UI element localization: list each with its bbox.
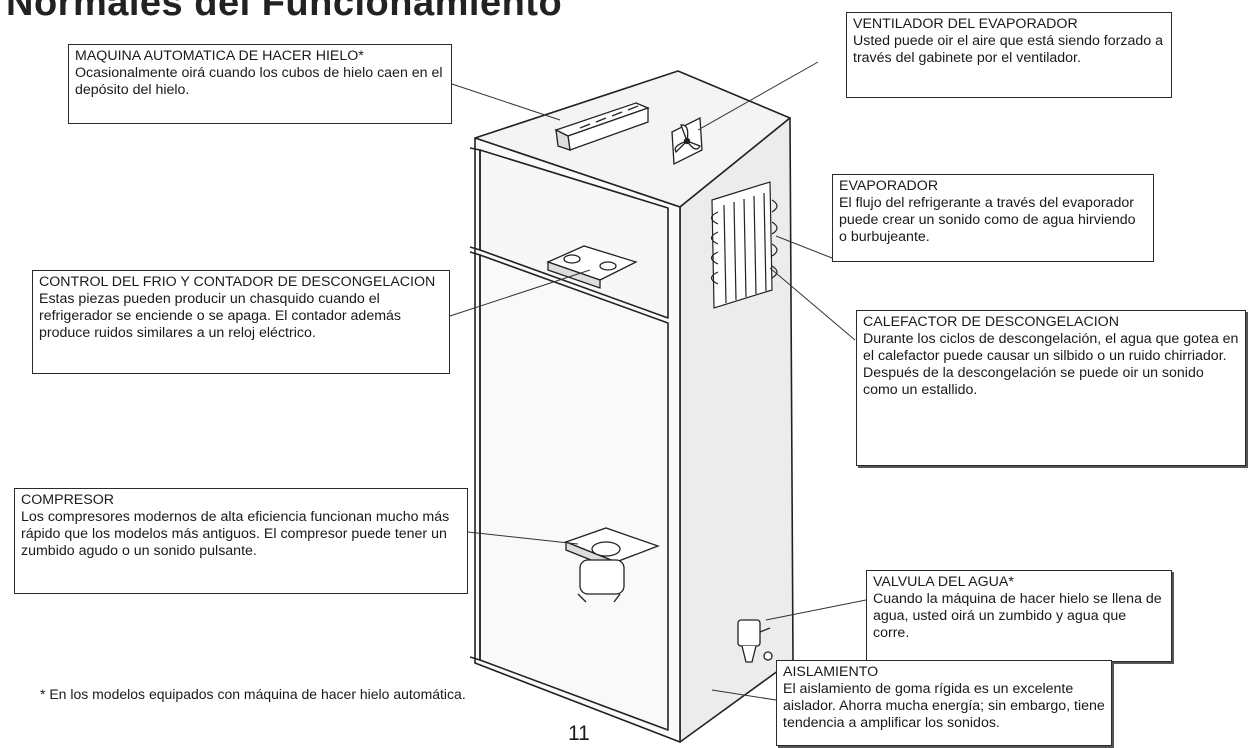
defrost-heater-body: Durante los ciclos de descongelación, el… <box>863 331 1239 398</box>
water-valve-callout: VALVULA DEL AGUA* Cuando la máquina de h… <box>866 570 1172 662</box>
evap-fan-heading: VENTILADOR DEL EVAPORADOR <box>853 16 1078 32</box>
compressor-callout: COMPRESOR Los compresores modernos de al… <box>14 488 468 594</box>
ice-maker-icon <box>554 102 650 151</box>
insulation-heading: AISLAMIENTO <box>783 664 879 680</box>
defrost-heater-heading: CALEFACTOR DE DESCONGELACION <box>863 314 1119 330</box>
page-title: Normales del Funcionamiento <box>6 0 563 24</box>
fan-icon <box>671 116 703 166</box>
evaporator-heading: EVAPORADOR <box>839 178 939 194</box>
water-valve-heading: VALVULA DEL AGUA* <box>873 574 1014 590</box>
defrost-heater-callout: CALEFACTOR DE DESCONGELACION Durante los… <box>856 310 1246 466</box>
ice-maker-body: Ocasionalmente oirá cuando los cubos de … <box>75 65 443 98</box>
evap-fan-callout: VENTILADOR DEL EVAPORADOR Usted puede oi… <box>846 12 1172 98</box>
ice-maker-callout: MAQUINA AUTOMATICA DE HACER HIELO* Ocasi… <box>68 44 452 124</box>
compressor-heading: COMPRESOR <box>21 492 115 508</box>
cold-control-body: Estas piezas pueden producir un chasquid… <box>39 291 402 341</box>
evaporator-coil-icon <box>710 181 778 309</box>
compressor-icon <box>564 527 660 603</box>
footnote: * En los modelos equipados con máquina d… <box>40 686 466 702</box>
leader-lines <box>449 61 867 701</box>
ice-maker-heading: MAQUINA AUTOMATICA DE HACER HIELO* <box>75 48 364 64</box>
water-valve-body: Cuando la máquina de hacer hielo se llen… <box>873 591 1162 641</box>
cold-control-heading: CONTROL DEL FRIO Y CONTADOR DE DESCONGEL… <box>39 274 436 290</box>
evaporator-callout: EVAPORADOR El flujo del refrigerante a t… <box>832 174 1154 262</box>
cold-control-callout: CONTROL DEL FRIO Y CONTADOR DE DESCONGEL… <box>32 270 450 374</box>
insulation-body: El aislamiento de goma rígida es un exce… <box>783 681 1105 731</box>
water-valve-icon <box>737 619 773 663</box>
evaporator-body: El flujo del refrigerante a través del e… <box>839 195 1136 245</box>
page-number: 11 <box>568 722 590 745</box>
evap-fan-body: Usted puede oir el aire que está siendo … <box>853 33 1163 66</box>
insulation-callout: AISLAMIENTO El aislamiento de goma rígid… <box>776 660 1112 746</box>
compressor-body: Los compresores modernos de alta eficien… <box>21 509 450 559</box>
